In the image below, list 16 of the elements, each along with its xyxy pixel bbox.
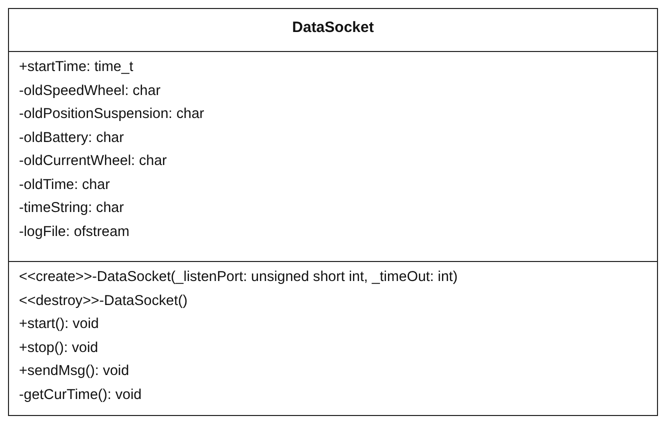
attribute-text: -oldSpeedWheel: char bbox=[19, 82, 160, 100]
attribute-text: -timeString: char bbox=[19, 199, 124, 218]
attribute-text: -oldTime: char bbox=[19, 176, 110, 194]
operation-text: +start(): void bbox=[19, 315, 99, 334]
operation-text: <<create>>-DataSocket(_listenPort: unsigned short int, _timeOut: int) bbox=[19, 268, 458, 287]
attribute-text: -logFile: ofstream bbox=[19, 222, 130, 242]
operation-text: +sendMsg(): void bbox=[19, 362, 130, 381]
class-box bbox=[8, 8, 658, 416]
attribute-text: -oldCurrentWheel: char bbox=[19, 152, 167, 171]
attribute-text: +startTime: time_t bbox=[19, 58, 134, 77]
attribute-text: -oldPositionSuspension: char bbox=[19, 105, 204, 124]
class-name: DataSocket bbox=[291, 19, 375, 36]
attribute-text: -oldBattery: char bbox=[19, 128, 124, 148]
operation-text: +stop(): void bbox=[19, 338, 98, 358]
operation-text: -getCurTime(): void bbox=[19, 386, 142, 404]
operation-text: <<destroy>>-DataSocket() bbox=[19, 292, 188, 310]
